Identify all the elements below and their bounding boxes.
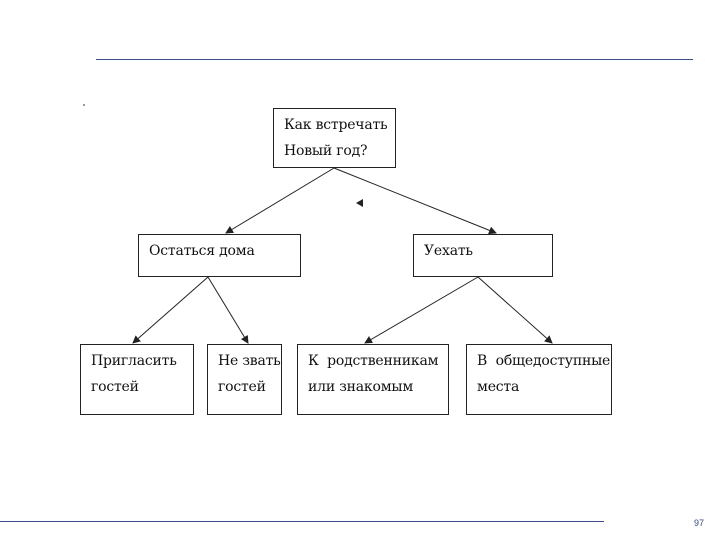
edge-away-relatives bbox=[364, 276, 479, 344]
node-root-line2: Новый год? bbox=[284, 143, 368, 159]
node-no-guests-line1: Не звать bbox=[218, 353, 281, 369]
edge-home-invite bbox=[132, 276, 209, 344]
node-invite-guests-line1: Пригласить bbox=[91, 353, 177, 369]
node-leave: Уехать bbox=[413, 234, 553, 277]
node-invite-guests: Пригласить гостей bbox=[80, 344, 194, 415]
node-public-places: В общедоступные места bbox=[466, 344, 612, 415]
edge-root-away bbox=[333, 167, 497, 235]
top-divider bbox=[96, 59, 693, 60]
node-stay-home-label: Остаться дома bbox=[149, 243, 255, 259]
node-relatives-line2: или знакомым bbox=[308, 379, 414, 395]
edge-away-public bbox=[477, 276, 553, 344]
stray-mark bbox=[83, 104, 85, 106]
node-relatives-line1: К родственникам bbox=[308, 353, 439, 369]
node-public-places-line1: В общедоступные bbox=[477, 353, 611, 369]
node-stay-home: Остаться дома bbox=[138, 234, 301, 277]
node-no-guests: Не звать гостей bbox=[207, 344, 282, 415]
page-number: 97 bbox=[694, 518, 705, 528]
edge-root-home bbox=[225, 167, 335, 234]
edge-home-noinvite bbox=[207, 276, 249, 344]
node-public-places-line2: места bbox=[477, 379, 520, 395]
node-no-guests-line2: гостей bbox=[218, 379, 266, 395]
node-leave-label: Уехать bbox=[424, 243, 473, 259]
pointer-arrow bbox=[356, 199, 363, 207]
bottom-divider bbox=[0, 521, 604, 522]
node-relatives: К родственникам или знакомым bbox=[297, 344, 449, 415]
node-root-line1: Как встречать bbox=[284, 117, 388, 133]
node-root: Как встречать Новый год? bbox=[273, 108, 396, 168]
node-invite-guests-line2: гостей bbox=[91, 379, 139, 395]
